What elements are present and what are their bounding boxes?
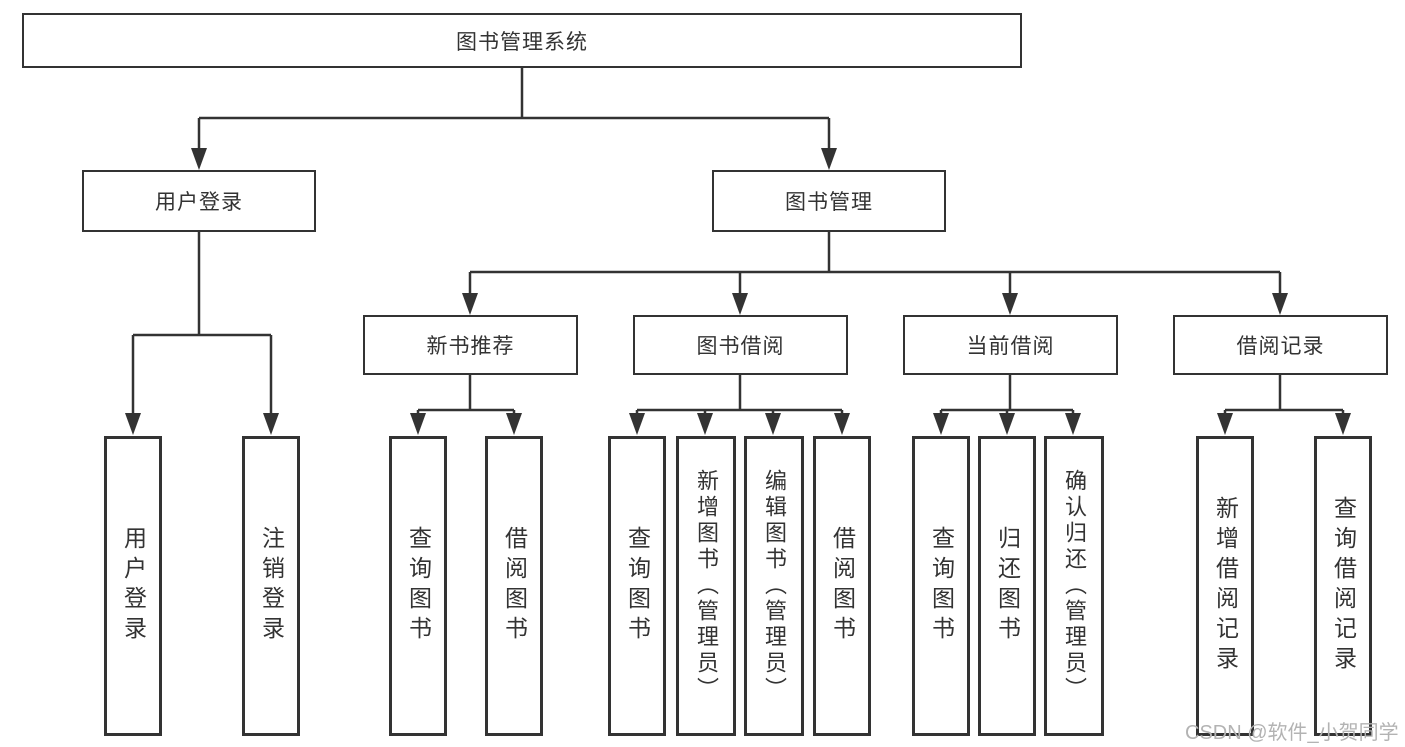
node-new-book-recommend-label: 新书推荐	[426, 335, 515, 358]
node-current-borrow: 当前借阅	[903, 315, 1118, 375]
connector-book-management-to-level3	[462, 232, 1288, 315]
node-leaf-user-login: 用户登录	[104, 436, 162, 736]
node-user-login-label: 用户登录	[155, 191, 243, 214]
node-leaf-add-books-admin: 新增图书（管理员）	[676, 436, 736, 736]
node-root: 图书管理系统	[22, 13, 1022, 68]
node-leaf-query-books-borrow-label: 查询图书	[624, 526, 651, 646]
node-book-management: 图书管理	[712, 170, 946, 232]
node-borrow-records-label: 借阅记录	[1236, 335, 1325, 358]
node-root-label: 图书管理系统	[456, 30, 588, 54]
node-book-management-label: 图书管理	[785, 191, 873, 214]
node-leaf-edit-books-admin: 编辑图书（管理员）	[744, 436, 804, 736]
node-leaf-query-books-recommend-label: 查询图书	[405, 526, 432, 646]
node-leaf-borrow-books-borrow-label: 借阅图书	[829, 526, 856, 646]
node-leaf-query-books-recommend: 查询图书	[389, 436, 447, 736]
node-leaf-confirm-return-admin: 确认归还（管理员）	[1044, 436, 1104, 736]
node-leaf-edit-books-admin-label: 编辑图书（管理员）	[762, 469, 787, 703]
node-borrow-records: 借阅记录	[1173, 315, 1388, 375]
node-leaf-logout-label: 注销登录	[258, 526, 285, 646]
node-book-borrow: 图书借阅	[633, 315, 848, 375]
connector-root-to-level2	[191, 68, 837, 170]
node-leaf-confirm-return-admin-label: 确认归还（管理员）	[1062, 469, 1087, 703]
node-leaf-add-books-admin-label: 新增图书（管理员）	[694, 469, 719, 703]
node-leaf-add-borrow-record: 新增借阅记录	[1196, 436, 1254, 736]
connector-new-book-recommend-to-leaves	[410, 375, 522, 435]
node-leaf-query-books-borrow: 查询图书	[608, 436, 666, 736]
node-leaf-query-borrow-record-label: 查询借阅记录	[1330, 496, 1357, 676]
node-leaf-add-borrow-record-label: 新增借阅记录	[1212, 496, 1239, 676]
node-current-borrow-label: 当前借阅	[966, 335, 1055, 358]
connector-borrow-records-to-leaves	[1217, 375, 1351, 435]
node-leaf-query-books-current: 查询图书	[912, 436, 970, 736]
csdn-watermark: CSDN @软件_小贺同学	[1185, 722, 1399, 744]
node-leaf-return-books: 归还图书	[978, 436, 1036, 736]
node-leaf-query-borrow-record: 查询借阅记录	[1314, 436, 1372, 736]
connector-user-login-to-leaves	[125, 232, 279, 435]
node-leaf-user-login-label: 用户登录	[120, 526, 147, 646]
node-leaf-borrow-books-recommend: 借阅图书	[485, 436, 543, 736]
node-new-book-recommend: 新书推荐	[363, 315, 578, 375]
connector-current-borrow-to-leaves	[933, 375, 1081, 435]
connector-book-borrow-to-leaves	[629, 375, 850, 435]
node-user-login: 用户登录	[82, 170, 316, 232]
node-leaf-logout: 注销登录	[242, 436, 300, 736]
node-leaf-borrow-books-recommend-label: 借阅图书	[501, 526, 528, 646]
node-leaf-return-books-label: 归还图书	[994, 526, 1021, 646]
node-leaf-query-books-current-label: 查询图书	[928, 526, 955, 646]
node-book-borrow-label: 图书借阅	[696, 335, 785, 358]
node-leaf-borrow-books-borrow: 借阅图书	[813, 436, 871, 736]
